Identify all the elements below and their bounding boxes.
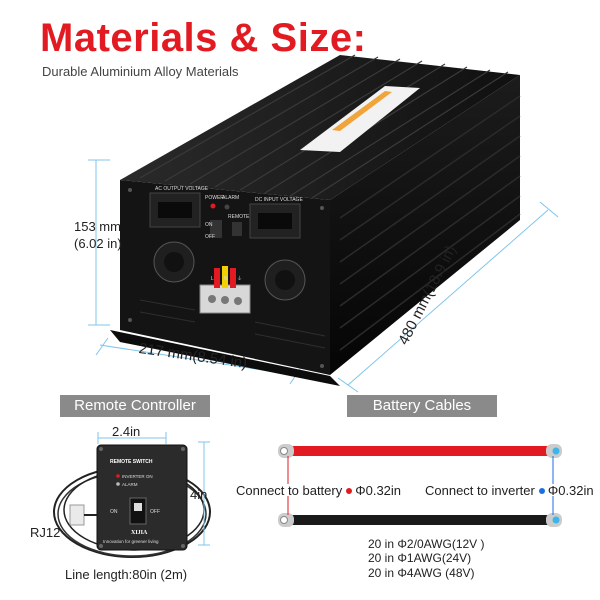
dc-input-label: DC INPUT VOLTAGE (255, 197, 303, 203)
blue-dot-icon (538, 488, 545, 494)
remote-controller-label: Remote Controller (60, 395, 210, 417)
height-in: (6.02 in) (74, 236, 122, 251)
battery-cables (278, 444, 562, 527)
remote-height: 4in (190, 487, 208, 502)
remote-controller (53, 432, 211, 558)
connect-battery-text: Connect to battery (236, 483, 343, 498)
ac-output-label: AC OUTPUT VOLTAGE (155, 186, 209, 192)
connect-inverter-diameter: Φ0.32in (547, 483, 594, 498)
page-title: Materials & Size: (40, 16, 367, 60)
height-mm: 153 mm (74, 219, 121, 234)
connect-inverter-label: Connect to inverter Φ0.32in (425, 483, 594, 498)
alarm-label: ALARM (222, 195, 239, 201)
cable-spec-24v: 20 in Φ1AWG(24V) (368, 551, 472, 565)
height-dimension: 153 mm (6.02 in) (74, 218, 122, 252)
cable-spec-48v: 20 in Φ4AWG (48V) (368, 566, 475, 580)
connect-battery-diameter: Φ0.32in (355, 483, 402, 498)
connect-inverter-text: Connect to inverter (425, 483, 535, 498)
remote-device-title: REMOTE SWITCH (110, 459, 153, 465)
remote-brand: XIJIA (131, 530, 148, 536)
remote-width: 2.4in (112, 424, 141, 439)
battery-cables-label: Battery Cables (347, 395, 497, 417)
on-label: ON (205, 222, 213, 228)
remote-on: ON (110, 509, 118, 515)
rj12-label: RJ12 (30, 525, 61, 540)
cable-spec-12v: 20 in Φ2/0AWG(12V ) (368, 537, 485, 551)
remote-alarm: ALARM (122, 482, 138, 487)
remote-slogan: Innovation for greener living (103, 539, 159, 544)
terminal-ground-label: ⏚ (237, 275, 242, 282)
remote-inverter-on: INVERTER ON (122, 474, 153, 479)
terminal-n-label: N (224, 276, 228, 282)
red-dot-icon (346, 488, 353, 494)
inverter-body (110, 54, 521, 386)
remote-off: OFF (150, 509, 160, 515)
page-subtitle: Durable Aluminium Alloy Materials (42, 64, 239, 79)
power-label: POWER (205, 195, 224, 201)
remote-port-label: REMOTE (228, 214, 250, 220)
line-length: Line length:80in (2m) (65, 567, 188, 582)
terminal-l-label: L (211, 276, 214, 282)
off-label: OFF (205, 234, 215, 240)
connect-battery-label: Connect to battery Φ0.32in (236, 483, 401, 498)
